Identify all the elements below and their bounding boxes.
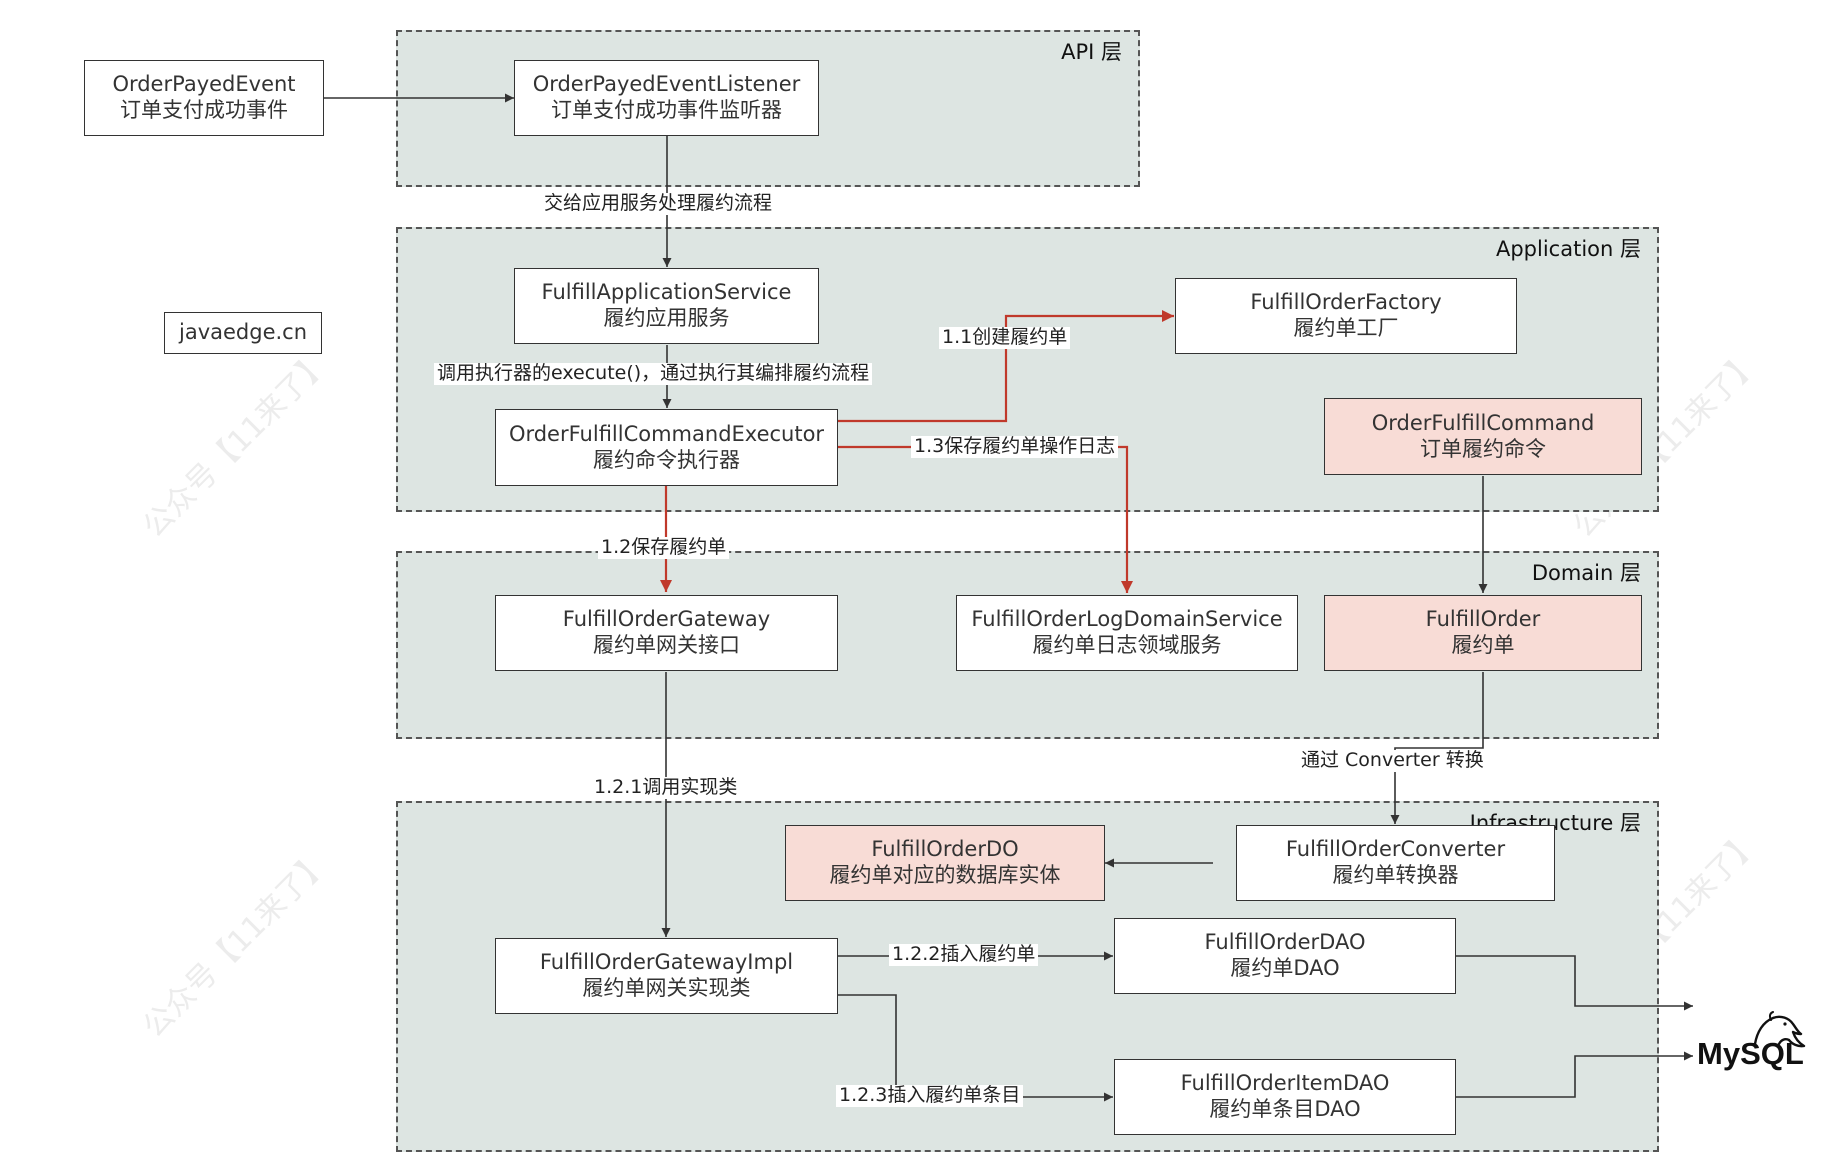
node-name: OrderPayedEvent <box>112 72 296 97</box>
node-name: FulfillOrderItemDAO <box>1180 1071 1390 1096</box>
node-name: FulfillOrderDO <box>871 837 1019 862</box>
node-fulfill-order-converter[interactable]: FulfillOrderConverter 履约单转换器 <box>1236 825 1555 901</box>
node-name: OrderPayedEventListener <box>532 72 801 97</box>
node-desc: 履约单工厂 <box>1293 316 1399 340</box>
edge-label-save-order: 1.2保存履约单 <box>598 536 730 559</box>
node-fulfill-order[interactable]: FulfillOrder 履约单 <box>1324 595 1642 671</box>
site-label: javaedge.cn <box>164 312 322 354</box>
watermark: 公众号【11来了】 <box>136 344 337 545</box>
node-desc: 履约单日志领域服务 <box>1032 633 1222 657</box>
edge-label-via-converter: 通过 Converter 转换 <box>1298 749 1487 772</box>
node-order-payed-event-listener[interactable]: OrderPayedEventListener 订单支付成功事件监听器 <box>514 60 819 136</box>
node-fulfill-order-dao[interactable]: FulfillOrderDAO 履约单DAO <box>1114 918 1456 994</box>
mysql-dolphin-icon <box>1753 1011 1806 1048</box>
domain-layer-title: Domain 层 <box>1531 561 1641 585</box>
node-fulfill-order-gateway[interactable]: FulfillOrderGateway 履约单网关接口 <box>495 595 838 671</box>
mysql-label: MySQL <box>1697 1036 1804 1071</box>
node-desc: 履约单网关实现类 <box>582 976 751 1000</box>
edge-label-call-executor: 调用执行器的execute()，通过执行其编排履约流程 <box>434 362 873 385</box>
node-name: FulfillOrderGatewayImpl <box>539 950 794 975</box>
application-layer-title: Application 层 <box>1495 237 1641 261</box>
node-desc: 履约单网关接口 <box>593 633 740 657</box>
node-name: FulfillOrderConverter <box>1285 837 1506 862</box>
node-name: FulfillOrderFactory <box>1250 290 1442 315</box>
node-name: FulfillOrderDAO <box>1204 930 1366 955</box>
node-fulfill-order-do[interactable]: FulfillOrderDO 履约单对应的数据库实体 <box>785 825 1105 901</box>
node-desc: 订单支付成功事件 <box>120 98 288 122</box>
api-layer-title: API 层 <box>1061 40 1122 64</box>
edge-label-insert-order: 1.2.2插入履约单 <box>889 943 1039 966</box>
node-name: OrderFulfillCommand <box>1371 410 1595 435</box>
node-desc: 履约单DAO <box>1230 956 1340 980</box>
node-order-payed-event[interactable]: OrderPayedEvent 订单支付成功事件 <box>84 60 324 136</box>
node-order-fulfill-command-executor[interactable]: OrderFulfillCommandExecutor 履约命令执行器 <box>495 409 838 486</box>
watermark: 公众号【11来了】 <box>136 844 337 1045</box>
node-fulfill-order-factory[interactable]: FulfillOrderFactory 履约单工厂 <box>1175 278 1517 354</box>
edge-label-call-impl: 1.2.1调用实现类 <box>591 776 741 799</box>
site-label-text: javaedge.cn <box>178 320 308 345</box>
node-name: FulfillApplicationService <box>541 280 792 305</box>
node-fulfill-order-log-domain-service[interactable]: FulfillOrderLogDomainService 履约单日志领域服务 <box>956 595 1298 671</box>
edge-label-handoff: 交给应用服务处理履约流程 <box>541 192 776 215</box>
edge-label-save-log: 1.3保存履约单操作日志 <box>911 435 1119 458</box>
node-name: FulfillOrder <box>1425 607 1541 632</box>
node-desc: 履约单条目DAO <box>1209 1097 1361 1121</box>
node-desc: 履约应用服务 <box>603 306 730 330</box>
edge-label-insert-items: 1.2.3插入履约单条目 <box>836 1084 1024 1107</box>
node-desc: 履约单对应的数据库实体 <box>829 863 1061 887</box>
node-desc: 履约单转换器 <box>1332 863 1459 887</box>
node-fulfill-order-item-dao[interactable]: FulfillOrderItemDAO 履约单条目DAO <box>1114 1059 1456 1135</box>
edge-label-create-order: 1.1创建履约单 <box>939 326 1071 349</box>
node-desc: 履约命令执行器 <box>593 447 740 472</box>
node-desc: 订单支付成功事件监听器 <box>551 98 782 122</box>
node-desc: 履约单 <box>1451 633 1515 657</box>
node-name: OrderFulfillCommandExecutor <box>508 421 825 446</box>
node-fulfill-order-gateway-impl[interactable]: FulfillOrderGatewayImpl 履约单网关实现类 <box>495 938 838 1014</box>
node-name: FulfillOrderLogDomainService <box>971 607 1283 632</box>
node-desc: 订单履约命令 <box>1420 436 1546 461</box>
node-order-fulfill-command[interactable]: OrderFulfillCommand 订单履约命令 <box>1324 398 1642 475</box>
node-fulfill-application-service[interactable]: FulfillApplicationService 履约应用服务 <box>514 268 819 344</box>
node-name: FulfillOrderGateway <box>562 607 771 632</box>
